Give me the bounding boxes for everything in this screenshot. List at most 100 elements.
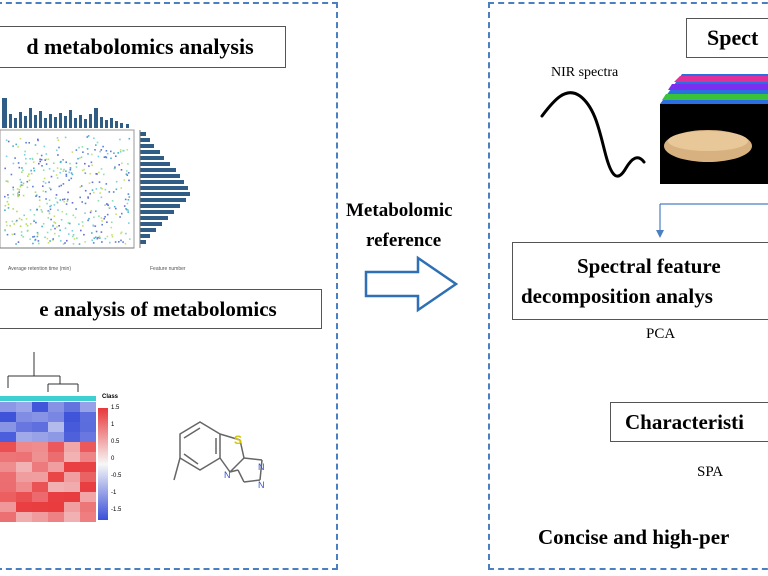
scatter-point — [54, 227, 56, 230]
scatter-point — [15, 143, 17, 146]
scatter-point — [50, 175, 53, 178]
scatter-point — [54, 197, 57, 199]
scatter-point — [58, 235, 60, 237]
scatter-point — [5, 221, 8, 223]
scatter-point — [124, 242, 127, 245]
heatmap-cell — [32, 462, 48, 472]
scatter-point — [42, 180, 45, 183]
scatter-point — [91, 164, 93, 167]
heatmap-cell — [80, 492, 96, 502]
scatter-point — [95, 173, 97, 175]
scatter-point — [32, 161, 35, 163]
scatter-point — [57, 139, 60, 141]
scatter-point — [76, 237, 78, 239]
scatter-point — [84, 162, 86, 165]
scatter-point — [44, 159, 46, 161]
scatter-point — [33, 169, 36, 172]
scatter-point — [114, 167, 116, 169]
heatmap-cell — [64, 492, 80, 502]
scatter-point — [123, 205, 126, 207]
scatter-point — [111, 235, 114, 238]
scatter-point — [126, 202, 129, 205]
metabolomics-analysis-title: d metabolomics analysis — [0, 26, 286, 68]
scatter-point — [16, 188, 19, 190]
scatter-point — [65, 213, 68, 215]
svg-text:S: S — [234, 433, 242, 447]
scatter-point — [52, 238, 54, 240]
scatter-point — [97, 155, 100, 158]
scatter-point — [121, 212, 123, 215]
scatter-point — [98, 235, 101, 238]
scatter-point — [38, 242, 40, 245]
scatter-point — [60, 240, 62, 242]
scatter-point — [100, 231, 103, 233]
scatter-point — [112, 191, 115, 193]
scatter-point — [98, 171, 100, 174]
heatmap-cell — [16, 452, 32, 462]
heatmap-cell — [0, 462, 16, 472]
scatter-point — [36, 209, 38, 211]
scatter-point — [55, 174, 58, 176]
scatter-point — [69, 169, 72, 171]
scatter-point — [37, 139, 39, 142]
scatter-point — [19, 178, 21, 181]
scatter-point — [115, 213, 117, 215]
scatter-point — [88, 182, 91, 184]
scatter-point — [119, 151, 122, 153]
scatter-point — [36, 235, 39, 238]
scatter-point — [101, 220, 103, 222]
scatter-point — [30, 172, 33, 175]
heatmap-cell — [16, 442, 32, 452]
scatter-point — [83, 233, 85, 236]
heatmap-cell — [80, 442, 96, 452]
scatter-point — [103, 217, 105, 220]
scatter-point — [20, 218, 23, 221]
scatter-point — [90, 209, 93, 212]
scatter-point — [7, 194, 9, 196]
scatter-point — [19, 185, 22, 188]
scatter-point — [44, 182, 47, 184]
scatter-point — [6, 180, 9, 182]
heatmap-cell — [0, 472, 16, 482]
scatter-point — [110, 150, 112, 153]
scatter-point — [7, 203, 10, 206]
scatter-point — [18, 217, 21, 220]
scatter-point — [56, 201, 59, 203]
scatter-point — [25, 162, 27, 165]
scatter-point — [6, 200, 9, 203]
scatter-point — [37, 138, 39, 141]
scatter-point — [18, 166, 21, 169]
scatter-point — [47, 210, 50, 212]
scatter-point — [29, 158, 31, 160]
scatter-point — [98, 181, 101, 183]
scatter-point — [50, 204, 53, 207]
heatmap-cell — [32, 432, 48, 442]
scatter-point — [127, 211, 129, 213]
scatter-point — [103, 156, 106, 158]
scatter-point — [100, 168, 103, 170]
scatter-point — [12, 208, 14, 210]
scatter-point — [108, 191, 111, 193]
scatter-point — [54, 222, 57, 224]
scatter-point — [12, 193, 15, 196]
scatter-point — [103, 173, 105, 176]
scatter-point — [87, 153, 89, 155]
heatmap-scale-label: 0.5 — [111, 439, 120, 445]
scatter-point — [100, 149, 103, 151]
scatter-point — [40, 209, 43, 211]
scatter-point — [21, 171, 23, 173]
scatter-point — [64, 136, 67, 139]
heatmap-scale-label: 1.5 — [111, 405, 120, 411]
scatter-point — [53, 204, 56, 206]
heatmap-cell — [0, 492, 16, 502]
heatmap-cell — [32, 512, 48, 522]
scatter-point — [23, 154, 26, 156]
scatter-point — [110, 157, 112, 160]
scatter-point — [4, 229, 6, 231]
scatter-point — [126, 174, 129, 176]
scatter-point — [37, 233, 39, 235]
heatmap-cell — [16, 472, 32, 482]
scatter-point — [73, 238, 76, 240]
heatmap-color-scale — [98, 408, 108, 520]
scatter-point — [67, 191, 69, 194]
